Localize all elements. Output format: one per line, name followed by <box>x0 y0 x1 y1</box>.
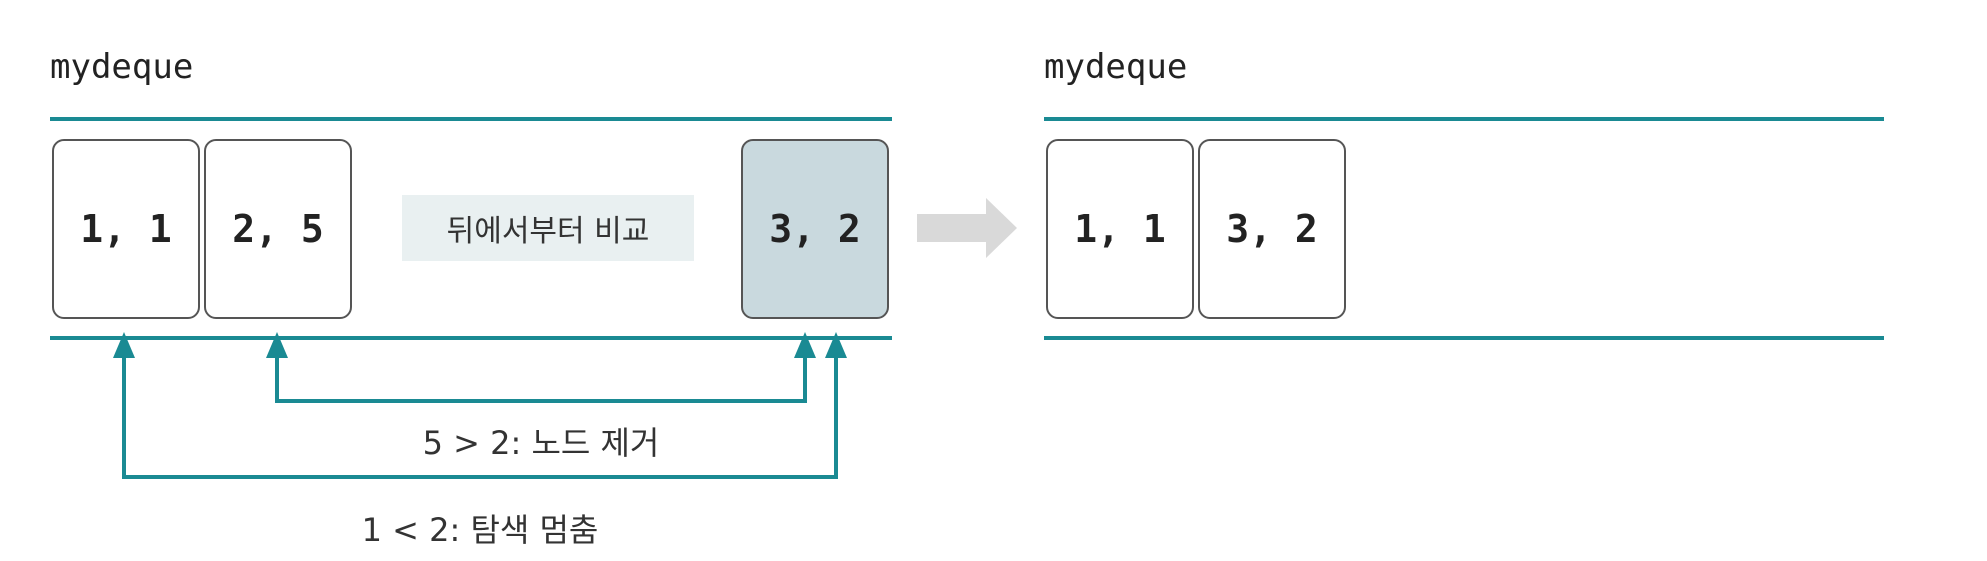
left-deque-title: mydeque <box>50 47 194 87</box>
stop-connector-arrowhead-right <box>825 332 847 358</box>
left-deque-bottom-rail <box>50 336 892 340</box>
remove-node-note: 5 > 2: 노드 제거 <box>422 424 660 462</box>
compare-from-back-caption: 뒤에서부터 비교 <box>402 195 694 261</box>
right-node-1-value: 1, 1 <box>1074 207 1166 251</box>
stop-search-note: 1 < 2: 탐색 멈춤 <box>361 511 599 549</box>
right-deque-top-rail <box>1044 117 1884 121</box>
right-deque-bottom-rail <box>1044 336 1884 340</box>
right-node-2-value: 3, 2 <box>1226 207 1318 251</box>
stop-connector <box>122 355 838 479</box>
transition-arrow-icon <box>917 198 1017 258</box>
right-node-1: 1, 1 <box>1046 139 1194 319</box>
left-deque-top-rail <box>50 117 892 121</box>
remove-connector <box>275 355 807 403</box>
remove-connector-arrowhead-left <box>266 332 288 358</box>
right-deque-title: mydeque <box>1044 47 1188 87</box>
left-node-3-value: 3, 2 <box>769 207 861 251</box>
left-node-3-highlighted: 3, 2 <box>741 139 889 319</box>
stop-connector-arrowhead-left <box>113 332 135 358</box>
left-node-1-value: 1, 1 <box>80 207 172 251</box>
left-node-2-value: 2, 5 <box>232 207 324 251</box>
remove-connector-arrowhead-right <box>794 332 816 358</box>
right-node-2: 3, 2 <box>1198 139 1346 319</box>
compare-from-back-text: 뒤에서부터 비교 <box>446 214 650 249</box>
left-node-2: 2, 5 <box>204 139 352 319</box>
left-node-1: 1, 1 <box>52 139 200 319</box>
